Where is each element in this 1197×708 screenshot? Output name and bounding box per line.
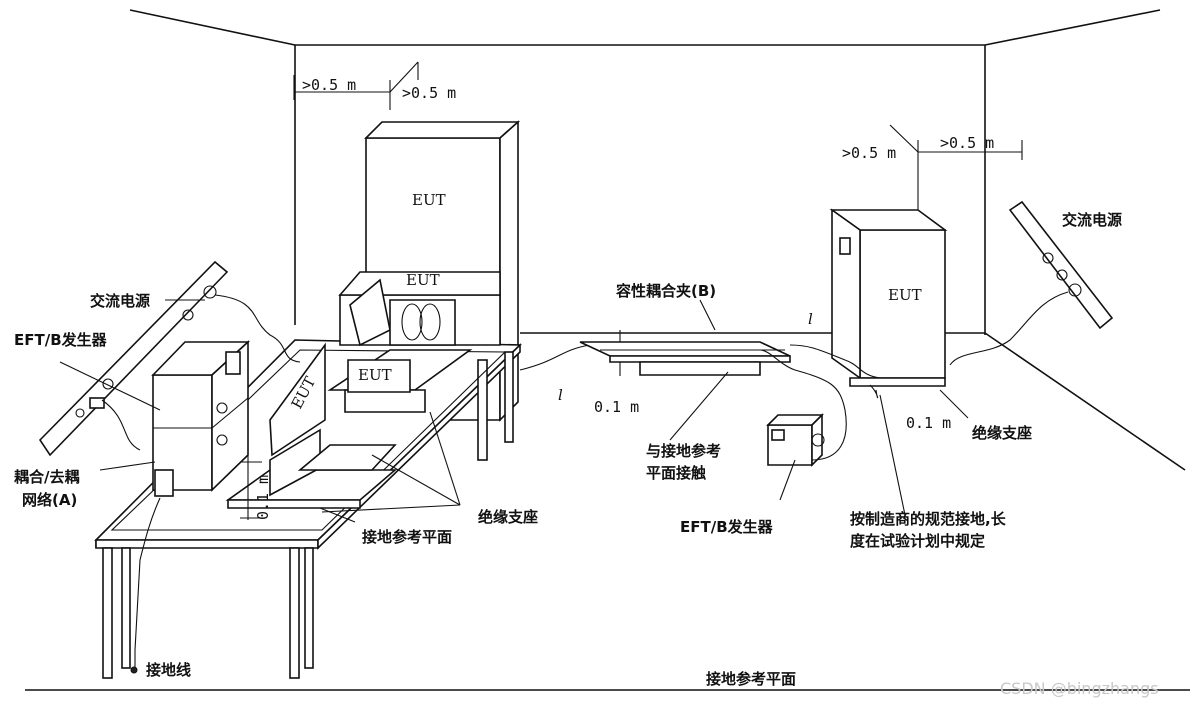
label-insulating-support-left: 绝缘支座 xyxy=(478,508,538,526)
label-eft-generator-left: EFT/B发生器 xyxy=(14,331,108,349)
label-capacitive-clamp: 容性耦合夹(B) xyxy=(615,282,716,300)
label-dim-01-right: 0.1 m xyxy=(906,414,951,432)
label-dim-05-left-a: >0.5 m xyxy=(302,76,356,94)
label-dim-05-left-b: >0.5 m xyxy=(402,84,456,102)
label-dim-05-right-a: >0.5 m xyxy=(842,144,896,162)
label-eft-generator-right: EFT/B发生器 xyxy=(680,518,774,536)
label-dim-05-right-b: >0.5 m xyxy=(940,134,994,152)
label-ground-reference-plane-table: 接地参考平面 xyxy=(362,528,452,546)
label-length-right: l xyxy=(808,310,813,328)
leader-lines xyxy=(59,299,969,523)
table-equipment xyxy=(225,271,501,509)
eut-right-cabinet xyxy=(829,124,1023,387)
label-contact-ground-line2: 平面接触 xyxy=(646,464,706,482)
label-dim-01-vertical: 0.1 m xyxy=(254,475,272,520)
eft-generator-and-cdn xyxy=(151,340,251,497)
watermark: CSDN @bingzhangs xyxy=(1000,679,1159,698)
label-contact-ground-line1: 与接地参考 xyxy=(646,442,721,460)
label-eut-box: EUT xyxy=(358,366,392,384)
dimension-top-left xyxy=(293,61,419,110)
label-ac-power-right: 交流电源 xyxy=(1062,211,1122,229)
label-ground-wire: 接地线 xyxy=(146,661,191,679)
label-eut-right: EUT xyxy=(888,286,922,304)
label-cdn-line1: 耦合/去耦 xyxy=(14,468,79,486)
label-eut-tall: EUT xyxy=(412,191,446,209)
label-cdn-line2: 网络(A) xyxy=(22,491,77,509)
label-grounding-note-line2: 度在试验计划中规定 xyxy=(850,532,985,550)
eft-generator-right xyxy=(759,344,881,467)
label-insulating-support-right: 绝缘支座 xyxy=(972,424,1032,442)
label-ac-power-left: 交流电源 xyxy=(90,292,150,310)
label-grounding-note-line1: 按制造商的规范接地,长 xyxy=(850,510,1007,528)
ac-power-strip-right xyxy=(949,200,1114,366)
label-dim-01-clamp: 0.1 m xyxy=(594,398,639,416)
label-length-left: l xyxy=(558,386,563,404)
ac-power-strip-left xyxy=(38,260,229,457)
dimension-0-1m-vertical xyxy=(240,455,262,520)
label-eut-mid: EUT xyxy=(406,271,440,289)
capacitive-clamp xyxy=(579,330,791,376)
left-cables xyxy=(101,294,591,674)
label-ground-reference-plane-floor: 接地参考平面 xyxy=(706,670,796,688)
